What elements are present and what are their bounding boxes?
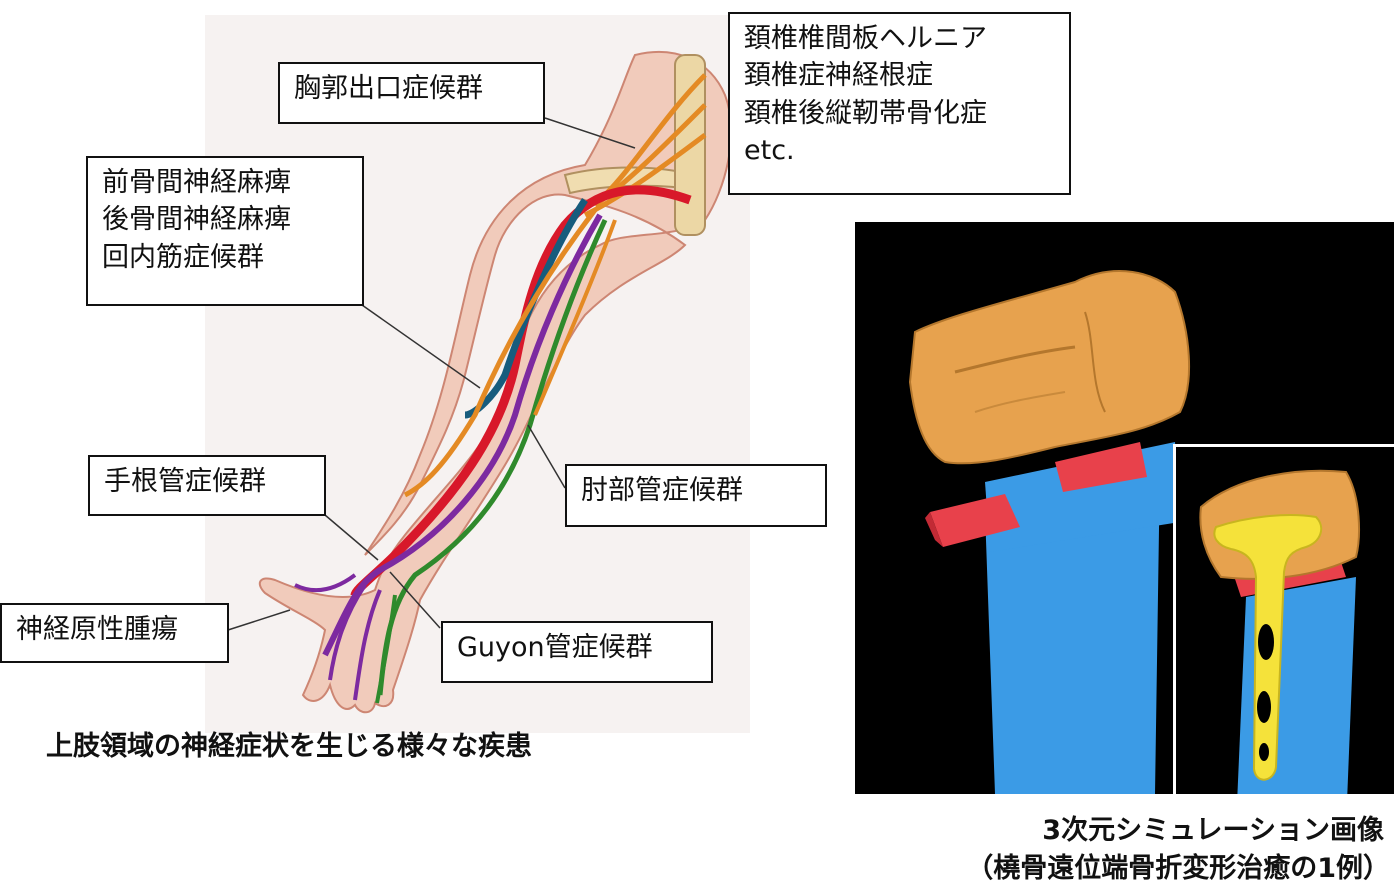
label-cervical-diseases: 頚椎椎間板ヘルニア 頚椎症神経根症 頚椎後縦靭帯骨化症 etc. [728,12,1071,195]
label-guyon-canal: Guyon管症候群 [441,621,713,683]
simulation-caption-title: 3次元シミュレーション画像 [1042,808,1384,847]
simulation-image [855,222,1394,794]
arm-caption: 上肢領域の神経症状を生じる様々な疾患 [46,724,532,763]
label-thoracic-outlet: 胸郭出口症候群 [278,62,545,124]
label-interosseous-palsy: 前骨間神経麻痺 後骨間神経麻痺 回内筋症候群 [86,156,364,306]
inset-with-plate [1173,444,1394,794]
plate-fixation-model [1176,447,1394,794]
label-carpal-tunnel: 手根管症候群 [88,455,326,516]
label-cubital-tunnel: 肘部管症候群 [565,464,827,527]
simulation-caption-subtitle: （橈骨遠位端骨折変形治癒の1例） [966,846,1390,885]
label-neurogenic-tumor: 神経原性腫瘍 [0,603,229,663]
